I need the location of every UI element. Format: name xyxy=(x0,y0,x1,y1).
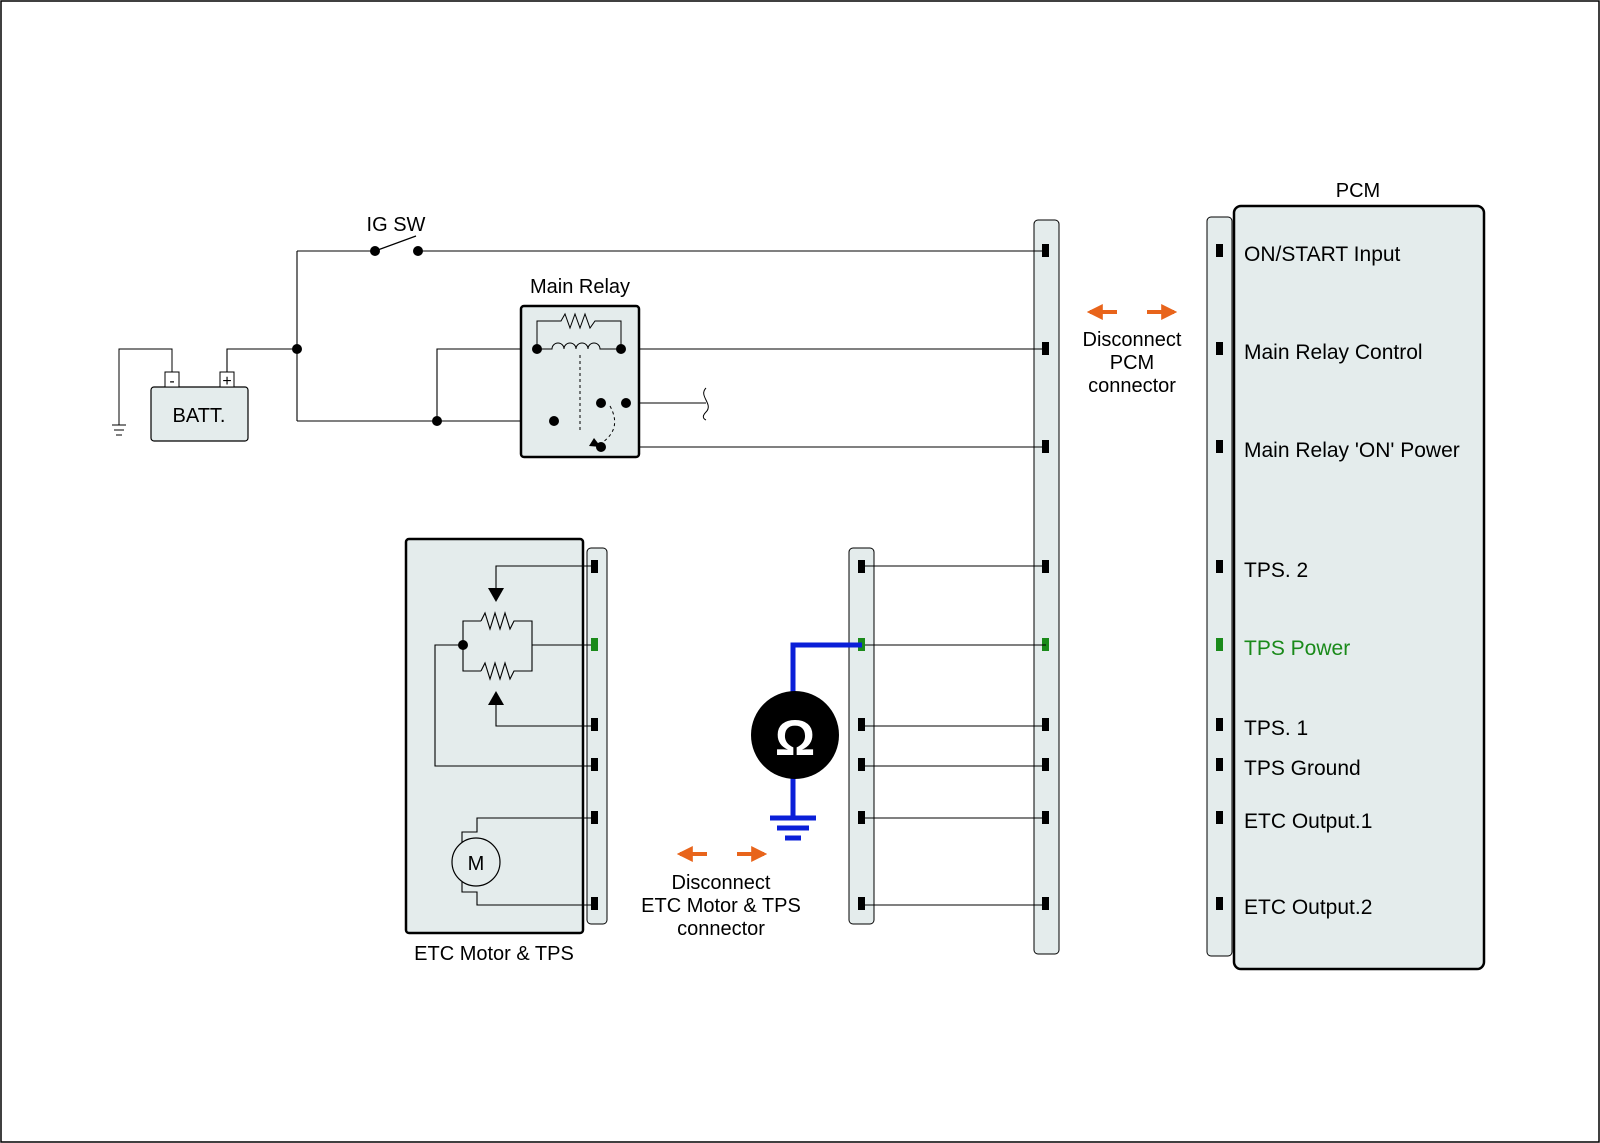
ground-symbol-battery xyxy=(112,348,173,436)
harness-etc-pin xyxy=(858,758,865,771)
pcm-disconnect-note: Disconnect PCM connector xyxy=(1083,304,1182,397)
pcm-pin-list: ON/START Input Main Relay Control Main R… xyxy=(1216,243,1460,919)
ohm-symbol: Ω xyxy=(775,710,815,766)
etc-connector-strip xyxy=(586,547,608,925)
pcm-title: PCM xyxy=(1336,180,1380,202)
pcm-box xyxy=(1232,204,1486,971)
ohmmeter: Ω xyxy=(751,642,862,841)
relay-arc xyxy=(602,405,616,443)
junction-dot xyxy=(432,416,442,426)
pcm-pin-label-tps-power: TPS Power xyxy=(1244,637,1350,660)
pcm-pin-marker xyxy=(1216,758,1223,771)
etc-pin xyxy=(591,897,598,910)
relay-node xyxy=(596,398,606,408)
etc-box xyxy=(404,537,585,935)
harness-connector-strip xyxy=(1033,219,1060,955)
tps-junction xyxy=(458,640,468,650)
battery: BATT. - + xyxy=(150,371,249,442)
tps-resistor-lower xyxy=(480,661,517,681)
pcm-pin-marker xyxy=(1216,718,1223,731)
pcm-pin-label-etc-output1: ETC Output.1 xyxy=(1244,810,1372,833)
harness-etc-strip xyxy=(848,547,875,925)
main-relay-label: Main Relay xyxy=(530,276,630,298)
pcm-connector-strip xyxy=(1206,216,1233,957)
harness-pin xyxy=(1042,718,1049,731)
etc-pin xyxy=(591,811,598,824)
pcm-module: PCM ON/START Input Main Relay Control Ma… xyxy=(1206,180,1486,971)
relay-node xyxy=(532,344,542,354)
ohmmeter-icon xyxy=(751,691,839,779)
pcm-pin-marker-highlight xyxy=(1216,638,1223,651)
pcm-disconnect-line1: Disconnect xyxy=(1083,329,1182,351)
harness-etc-pin xyxy=(858,811,865,824)
etc-disconnect-line1: Disconnect xyxy=(672,872,771,894)
ig-switch: IG SW xyxy=(367,214,426,256)
battery-body xyxy=(150,386,249,442)
battery-label: BATT. xyxy=(173,405,226,427)
ig-switch-blade xyxy=(374,235,417,252)
relay-coil xyxy=(537,342,621,350)
battery-positive-sign: + xyxy=(222,373,231,390)
harness-pin xyxy=(1042,758,1049,771)
pcm-pin-marker xyxy=(1216,560,1223,573)
etc-disconnect-line2: ETC Motor & TPS xyxy=(641,895,801,917)
etc-disconnect-note: Disconnect ETC Motor & TPS connector xyxy=(641,846,801,940)
relay-resistor xyxy=(536,312,622,349)
relay-node xyxy=(616,344,626,354)
etc-label: ETC Motor & TPS xyxy=(414,943,574,965)
etc-disconnect-line3: connector xyxy=(677,918,765,940)
pcm-pin-label-main-relay-control: Main Relay Control xyxy=(1244,341,1423,364)
harness-pin xyxy=(1042,897,1049,910)
ig-switch-contact xyxy=(370,246,380,256)
wire-break-icon xyxy=(702,387,709,421)
harness-etc-pin xyxy=(858,718,865,731)
harness-etc-pin xyxy=(858,897,865,910)
pcm-pin-label-etc-output2: ETC Output.2 xyxy=(1244,896,1372,919)
pcm-pin-label-tps1: TPS. 1 xyxy=(1244,717,1308,740)
relay-node xyxy=(596,442,606,452)
pcm-pin-marker xyxy=(1216,342,1223,355)
harness-pcm-connector xyxy=(1033,219,1060,955)
pcm-pin-marker xyxy=(1216,244,1223,257)
pcm-pin-marker xyxy=(1216,897,1223,910)
ig-switch-label: IG SW xyxy=(367,214,426,236)
pcm-disconnect-line2: PCM xyxy=(1110,352,1154,374)
relay-node xyxy=(549,416,559,426)
etc-pin-highlight xyxy=(591,638,598,651)
ground-icon xyxy=(770,815,816,841)
pcm-pin-label-main-relay-on-power: Main Relay 'ON' Power xyxy=(1244,439,1460,462)
relay-node xyxy=(621,398,631,408)
pcm-disconnect-line3: connector xyxy=(1088,375,1176,397)
pcm-pin-label-on-start: ON/START Input xyxy=(1244,243,1401,266)
harness-etc-pin xyxy=(858,560,865,573)
pcm-pin-label-tps-ground: TPS Ground xyxy=(1244,757,1361,780)
motor-label: M xyxy=(468,853,485,875)
etc-pin xyxy=(591,560,598,573)
tps-resistor-upper xyxy=(480,611,517,631)
motor-icon xyxy=(451,837,501,887)
pcm-pin-label-tps2: TPS. 2 xyxy=(1244,559,1308,582)
ohmmeter-lead-positive xyxy=(790,642,862,692)
etc-pin xyxy=(591,758,598,771)
junction-dot xyxy=(292,344,302,354)
tps-wiper-arrow-up xyxy=(488,691,504,705)
etc-pin xyxy=(591,718,598,731)
battery-negative-sign: - xyxy=(169,373,174,390)
tps-wiper-arrow-down xyxy=(488,588,504,602)
etc-motor-tps-module: ETC Motor & TPS M xyxy=(404,537,608,965)
pcm-pin-marker xyxy=(1216,811,1223,824)
main-relay: Main Relay xyxy=(519,276,641,459)
ig-switch-contact xyxy=(413,246,423,256)
pcm-pin-marker xyxy=(1216,440,1223,453)
